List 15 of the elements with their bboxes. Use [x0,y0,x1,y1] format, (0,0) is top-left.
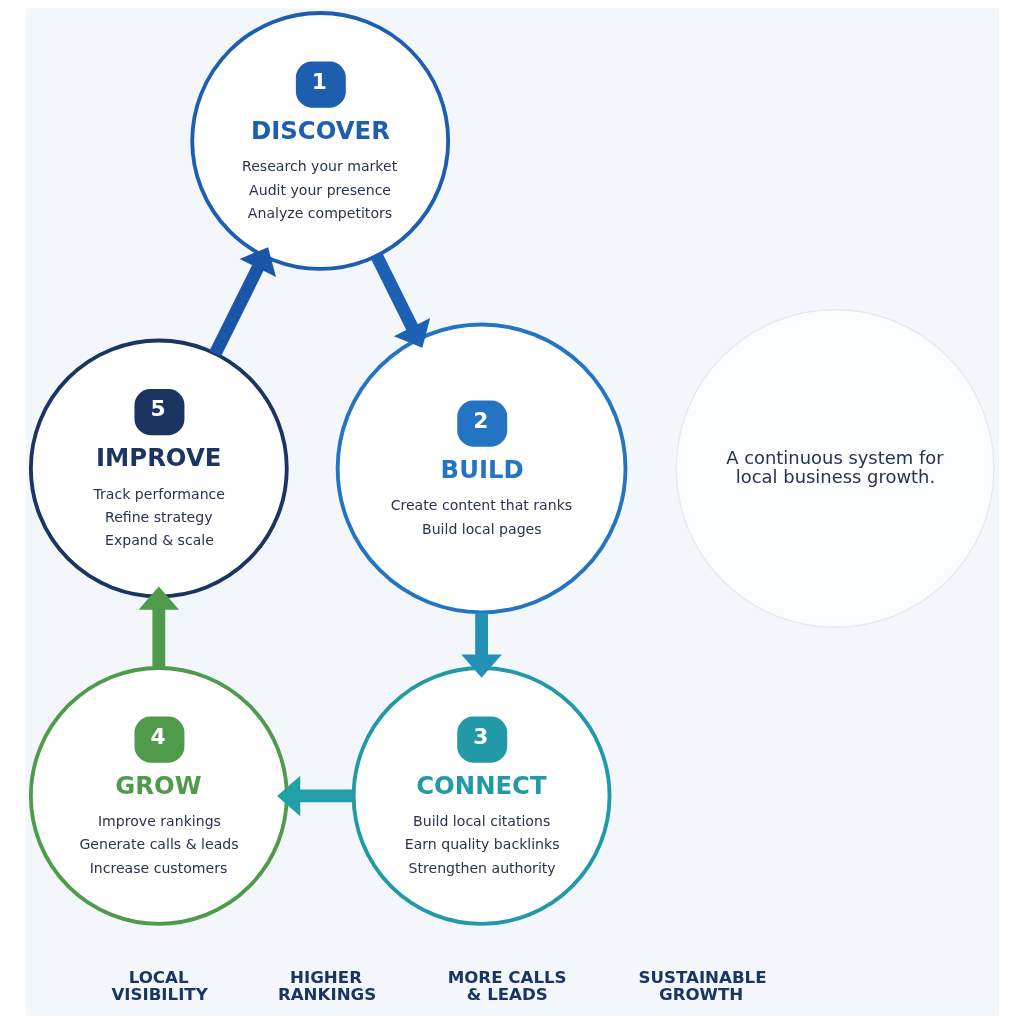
arrow [460,612,502,678]
label: SUSTAINABLE GROWTH [637,968,767,1004]
node-circle: 5 IMPROVE Track performance Refine strategy Expand & scale [28,338,289,599]
node-circle: 4 GROW Improve rankings Generate calls & leads Increase customers [28,666,289,926]
node-circle: 2 BUILD Create content that ranks Build local pages [335,322,627,615]
label: HIGHER RANKINGS [277,968,376,1004]
arrow [138,586,179,668]
arrow [209,247,276,357]
label: LOCAL VISIBILITY [110,968,208,1004]
node-circle: 3 CONNECT Build local citations Earn quality backlinks Strengthen authority [351,666,611,926]
node-circle: A continuous system for local business growth. [675,309,994,628]
arrow [370,253,430,348]
arrow [276,775,354,817]
node-circle: 1 DISCOVER Research your market Audit your presence Analyze competitors [189,11,450,271]
label: MORE CALLS & LEADS [447,968,567,1004]
